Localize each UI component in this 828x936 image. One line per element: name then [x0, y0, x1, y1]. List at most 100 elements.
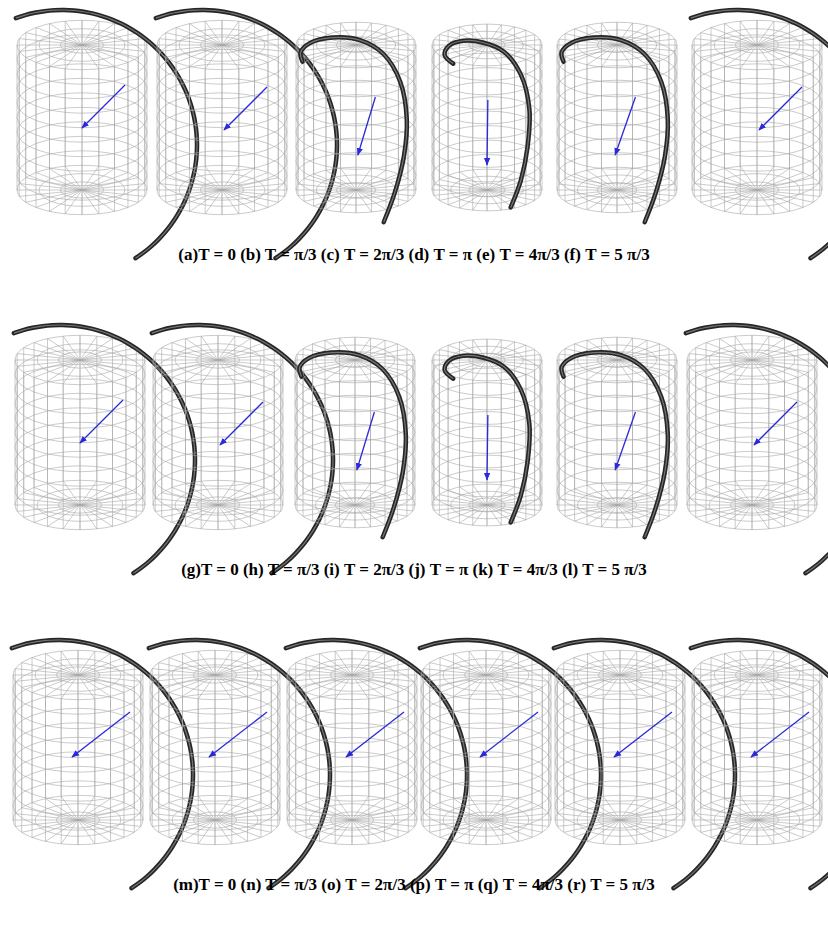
wireframe-line	[620, 820, 637, 844]
wireframe-line	[720, 339, 753, 360]
wireframe-line	[696, 360, 752, 372]
direction-arrow	[82, 85, 125, 128]
wireframe-line	[356, 190, 386, 210]
wireframe-line	[822, 675, 823, 820]
wireframe-line	[542, 360, 543, 505]
wireframe-line	[432, 484, 542, 526]
helix-curve	[286, 640, 467, 888]
wireframe-line	[674, 39, 675, 184]
wireframe-line	[320, 654, 353, 675]
wireframe-line	[277, 669, 278, 814]
wireframe-line	[296, 820, 352, 832]
wireframe-line	[486, 663, 542, 675]
helix-highlight	[561, 37, 667, 222]
wireframe-line	[82, 190, 99, 214]
wireframe-line	[80, 499, 143, 505]
wireframe-line	[487, 169, 488, 190]
cylinder-frame	[432, 24, 542, 211]
wireframe-line	[689, 499, 752, 505]
wireframe-line	[551, 675, 552, 820]
wireframe-line	[714, 659, 800, 692]
wireframe-line	[215, 663, 271, 675]
wireframe-line	[280, 354, 281, 499]
wireframe-line	[565, 360, 617, 371]
wireframe-line	[158, 663, 159, 808]
wireframe-line	[565, 190, 617, 201]
wireframe-line	[487, 180, 535, 190]
wireframe-line	[802, 28, 803, 173]
wireframe-line	[152, 820, 215, 826]
wireframe-line	[687, 360, 688, 505]
wireframe-line	[24, 505, 80, 517]
wireframe-line	[61, 796, 78, 820]
wireframe-line	[714, 174, 800, 207]
wireframe-line	[620, 663, 676, 675]
wireframe-line	[19, 190, 82, 196]
wireframe-line	[352, 669, 415, 675]
wireframe-line	[197, 497, 240, 513]
wireframe-line	[150, 820, 215, 821]
wireframe-line	[454, 799, 487, 820]
helix-highlight	[445, 355, 530, 522]
wireframe-line	[617, 190, 675, 196]
wireframe-line	[386, 25, 387, 170]
wireframe-line	[82, 20, 83, 165]
wireframe-line	[694, 814, 757, 820]
wireframe-line	[80, 354, 143, 360]
wireframe-line	[78, 650, 79, 675]
wireframe-line	[23, 348, 24, 493]
wireframe-line	[725, 654, 758, 675]
helix-curve	[691, 10, 828, 258]
wireframe-line	[487, 484, 488, 505]
helix-highlight	[156, 10, 337, 258]
wireframe-line	[45, 654, 46, 799]
wireframe-line	[757, 820, 790, 841]
cylinder-frame	[12, 640, 193, 888]
wireframe-line	[356, 190, 414, 196]
direction-arrow	[80, 400, 123, 443]
wireframe-line	[80, 360, 113, 381]
wireframe-line	[460, 172, 488, 190]
wireframe-line	[740, 820, 757, 844]
wireframe-line	[153, 360, 154, 505]
wireframe-line	[757, 20, 758, 165]
wireframe-line	[336, 182, 376, 197]
wireframe-line	[460, 487, 488, 505]
wireframe-line	[78, 814, 141, 820]
wireframe-line	[432, 190, 487, 191]
wireframe-line	[757, 45, 790, 66]
wireframe-line	[617, 45, 675, 51]
wireframe-line	[80, 348, 136, 360]
wireframe-line	[724, 654, 725, 799]
wireframe-line	[125, 343, 126, 488]
wireframe-line	[757, 650, 758, 795]
wireframe-line	[757, 820, 758, 845]
wireframe-line	[179, 174, 265, 207]
wireframe-line	[601, 360, 617, 382]
wireframe-line	[231, 651, 232, 796]
wireframe-line	[159, 820, 215, 832]
wireframe-line	[222, 190, 223, 215]
wireframe-line	[682, 669, 683, 814]
wireframe-line	[289, 669, 290, 814]
wireframe-line	[689, 354, 690, 499]
wireframe-line	[789, 24, 790, 169]
helix-highlight	[445, 40, 530, 207]
wireframe-line	[752, 505, 785, 526]
wireframe-line	[487, 505, 501, 525]
wireframe-line	[487, 350, 535, 360]
wireframe-line	[469, 651, 470, 796]
wireframe-line	[752, 335, 753, 360]
wireframe-line	[439, 350, 440, 495]
wireframe-line	[352, 651, 369, 675]
wireframe-line	[674, 354, 675, 499]
wireframe-line	[39, 174, 125, 207]
wireframe-line	[339, 338, 355, 360]
wireframe-line	[597, 182, 637, 197]
wireframe-line	[96, 336, 97, 481]
wireframe-line	[49, 24, 50, 169]
wireframe-line	[355, 483, 371, 505]
direction-arrow	[346, 712, 404, 757]
wireframe-line	[80, 335, 81, 480]
wireframe-line	[287, 675, 288, 820]
